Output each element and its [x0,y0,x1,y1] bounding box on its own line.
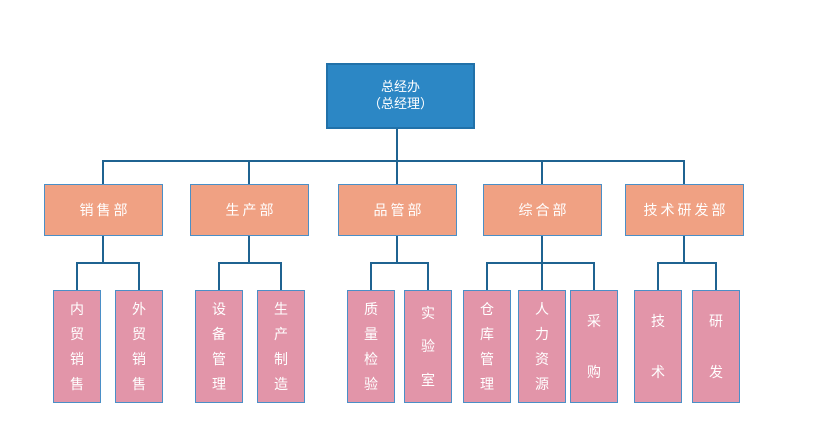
connector [248,160,250,185]
dept-node-quality: 品管部 [338,184,457,236]
sub-node-technology: 技术 [634,290,682,403]
connector [541,160,543,185]
connector [76,262,78,291]
sub-node-human-resources: 人力资源 [518,290,566,403]
connector [486,262,595,264]
dept-node-label: 生产部 [225,203,277,219]
dept-node-sales: 销售部 [44,184,163,236]
connector [370,262,372,291]
connector [218,262,282,264]
sub-node-domestic-sales: 内贸销售 [53,290,101,403]
sub-node-foreign-sales: 外贸销售 [115,290,163,403]
connector [427,262,429,291]
dept-node-label: 品管部 [373,203,425,219]
sub-node-manufacturing: 生产制造 [257,290,305,403]
sub-node-procurement: 采购 [570,290,618,403]
connector [248,235,250,263]
connector [370,262,429,264]
connector [396,128,398,161]
connector [657,262,717,264]
connector [486,262,488,291]
root-node-label-line2: （总经理） [367,97,433,112]
connector [76,262,140,264]
dept-node-tech-rd: 技术研发部 [625,184,744,236]
dept-node-general-affairs: 综合部 [483,184,602,236]
sub-node-warehouse-mgmt: 仓库管理 [463,290,511,403]
connector [541,262,543,291]
connector [280,262,282,291]
connector [218,262,220,291]
connector [541,235,543,263]
connector [102,235,104,263]
root-node-general-manager-office: 总经办 （总经理） [326,63,475,129]
dept-node-label: 综合部 [518,203,570,219]
dept-node-label: 技术研发部 [643,203,729,219]
connector [683,235,685,263]
connector [715,262,717,291]
root-node-label-line1: 总经办 [380,80,420,95]
dept-node-production: 生产部 [190,184,309,236]
connector [138,262,140,291]
dept-node-label: 销售部 [79,203,131,219]
connector [657,262,659,291]
connector [593,262,595,291]
connector [683,160,685,185]
sub-node-quality-inspection: 质量检验 [347,290,395,403]
connector [102,160,104,185]
sub-node-equipment-mgmt: 设备管理 [195,290,243,403]
sub-node-rd: 研发 [692,290,740,403]
connector [396,160,398,185]
connector [102,160,685,162]
sub-node-laboratory: 实验室 [404,290,452,403]
connector [396,235,398,263]
